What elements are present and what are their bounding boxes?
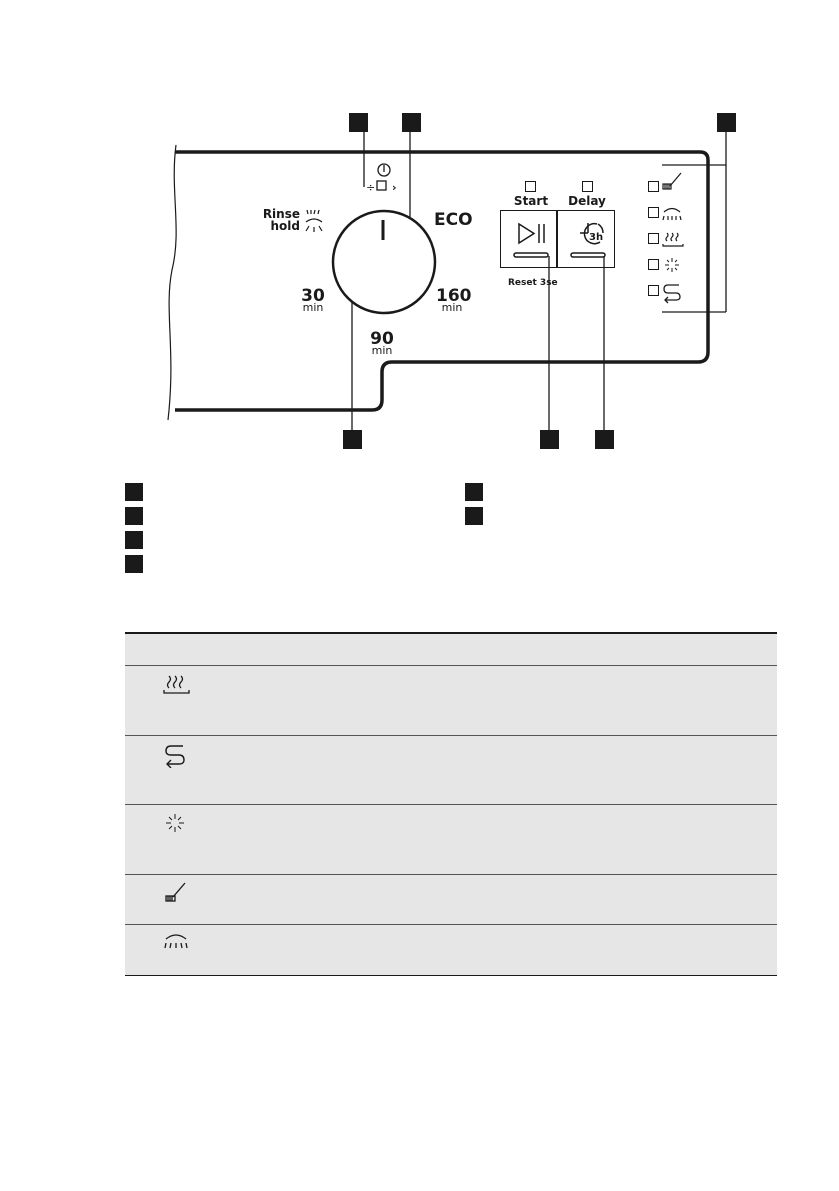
dial-160-unit: min	[441, 301, 463, 314]
callout-marker-3	[717, 113, 736, 132]
dial-30-unit: min	[302, 301, 324, 314]
table-header	[125, 632, 777, 666]
rinse-hold-spray-icon	[305, 209, 323, 232]
indicator-table	[125, 632, 777, 976]
delay-clock-icon	[570, 222, 606, 258]
start-indicator-led	[525, 181, 536, 192]
table-row	[125, 735, 777, 805]
table-row	[125, 924, 777, 976]
eco-label: ECO	[434, 210, 473, 230]
table-row	[125, 804, 777, 875]
table-header-row	[125, 632, 777, 666]
start-label: Start	[513, 194, 549, 208]
dial-90-unit: min	[371, 344, 393, 357]
control-panel-outline: ÷ ›	[167, 130, 727, 430]
delay-label: Delay	[568, 194, 606, 208]
programme-dial	[331, 209, 437, 315]
table-row	[125, 665, 777, 736]
drying-icon	[125, 665, 195, 736]
rinse-aid-led	[648, 181, 659, 192]
on-off-icon	[377, 163, 391, 177]
salt-led	[648, 259, 659, 270]
salt-icon	[125, 804, 195, 875]
rinse-aid-indicator-icon	[662, 172, 682, 190]
reset-text: Reset 3se	[508, 278, 558, 288]
callout-marker-1	[349, 113, 368, 132]
start-pause-icon	[513, 222, 549, 258]
drying-led	[648, 233, 659, 244]
callout-marker-2	[402, 113, 421, 132]
legend-marker-3	[125, 531, 143, 549]
legend-marker-1	[125, 483, 143, 501]
salt-indicator-icon	[665, 258, 679, 272]
spray-arm-indicator-icon	[662, 207, 682, 221]
callout-marker-5	[540, 430, 559, 449]
svg-text:›: ›	[392, 181, 397, 194]
table-row	[125, 874, 777, 925]
dial-30-label: 30	[301, 286, 325, 306]
drying-indicator-icon	[662, 232, 684, 247]
delay-3h-text: 3h	[589, 232, 604, 243]
machinecare-indicator-icon	[663, 284, 681, 304]
legend-marker-6	[465, 507, 483, 525]
legend-marker-5	[465, 483, 483, 501]
dial-90-label: 90	[370, 329, 394, 349]
machinecare-icon	[125, 735, 195, 805]
start-button[interactable]	[500, 210, 558, 268]
rinse-aid-icon	[125, 874, 195, 925]
callout-marker-4	[343, 430, 362, 449]
spray-arm-icon	[125, 924, 195, 976]
legend-marker-2	[125, 507, 143, 525]
spray-arm-led	[648, 207, 659, 218]
delay-button[interactable]	[556, 210, 615, 268]
callout-marker-6	[595, 430, 614, 449]
rinse-label: Rinse	[262, 207, 300, 221]
delay-indicator-led	[582, 181, 593, 192]
dial-160-label: 160	[436, 286, 472, 306]
machinecare-led	[648, 285, 659, 296]
hold-label: hold	[270, 219, 301, 233]
svg-text:÷: ÷	[366, 181, 375, 194]
legend-marker-4	[125, 555, 143, 573]
